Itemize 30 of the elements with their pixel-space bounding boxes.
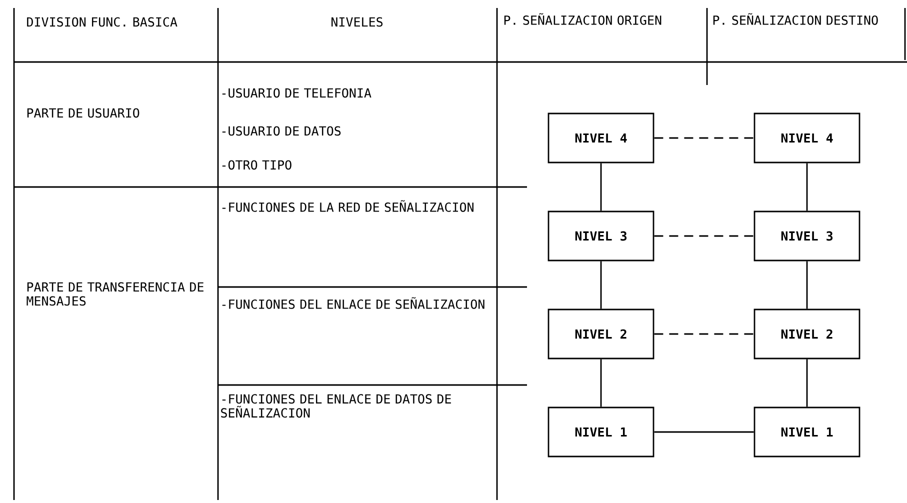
level-box: NIVEL 3 bbox=[548, 210, 654, 262]
level-box: NIVEL 1 bbox=[548, 406, 654, 458]
connector-line bbox=[806, 163, 808, 211]
table-cell: -OTRO TIPO bbox=[222, 160, 292, 170]
row-header: PARTE DE TRANSFERENCIA DE MENSAJES bbox=[26, 282, 204, 306]
table-cell: -USUARIO DE DATOS bbox=[222, 126, 341, 136]
column-header: DIVISION FUNC. BASICA bbox=[27, 17, 178, 27]
connector-line bbox=[600, 261, 602, 309]
table-cell: -FUNCIONES DEL ENLACE DE SEÑALIZACION bbox=[222, 297, 484, 309]
column-header: P. SEÑALIZACION ORIGEN bbox=[504, 13, 662, 25]
table-cell: -USUARIO DE TELEFONIA bbox=[222, 88, 372, 98]
connector-line bbox=[806, 261, 808, 309]
table-cell: -FUNCIONES DE LA RED DE SEÑALIZACION bbox=[222, 200, 474, 212]
level-box: NIVEL 3 bbox=[754, 210, 860, 262]
level-box: NIVEL 1 bbox=[754, 406, 860, 458]
row-header: PARTE DE USUARIO bbox=[27, 108, 140, 118]
connector-line bbox=[806, 359, 808, 407]
level-box: NIVEL 4 bbox=[548, 112, 654, 164]
level-box: NIVEL 2 bbox=[754, 308, 860, 360]
connector-line bbox=[654, 333, 754, 335]
connector-line bbox=[654, 431, 754, 433]
connector-line bbox=[600, 359, 602, 407]
connector-line bbox=[600, 163, 602, 211]
level-box: NIVEL 2 bbox=[548, 308, 654, 360]
level-box: NIVEL 4 bbox=[754, 112, 860, 164]
connector-line bbox=[654, 137, 754, 139]
table-cell: -FUNCIONES DEL ENLACE DE DATOS DE SEÑALIZACION bbox=[221, 394, 451, 418]
column-header: NIVELES bbox=[332, 17, 383, 27]
connector-line bbox=[654, 235, 754, 237]
column-header: P. SEÑALIZACION DESTINO bbox=[713, 13, 878, 25]
